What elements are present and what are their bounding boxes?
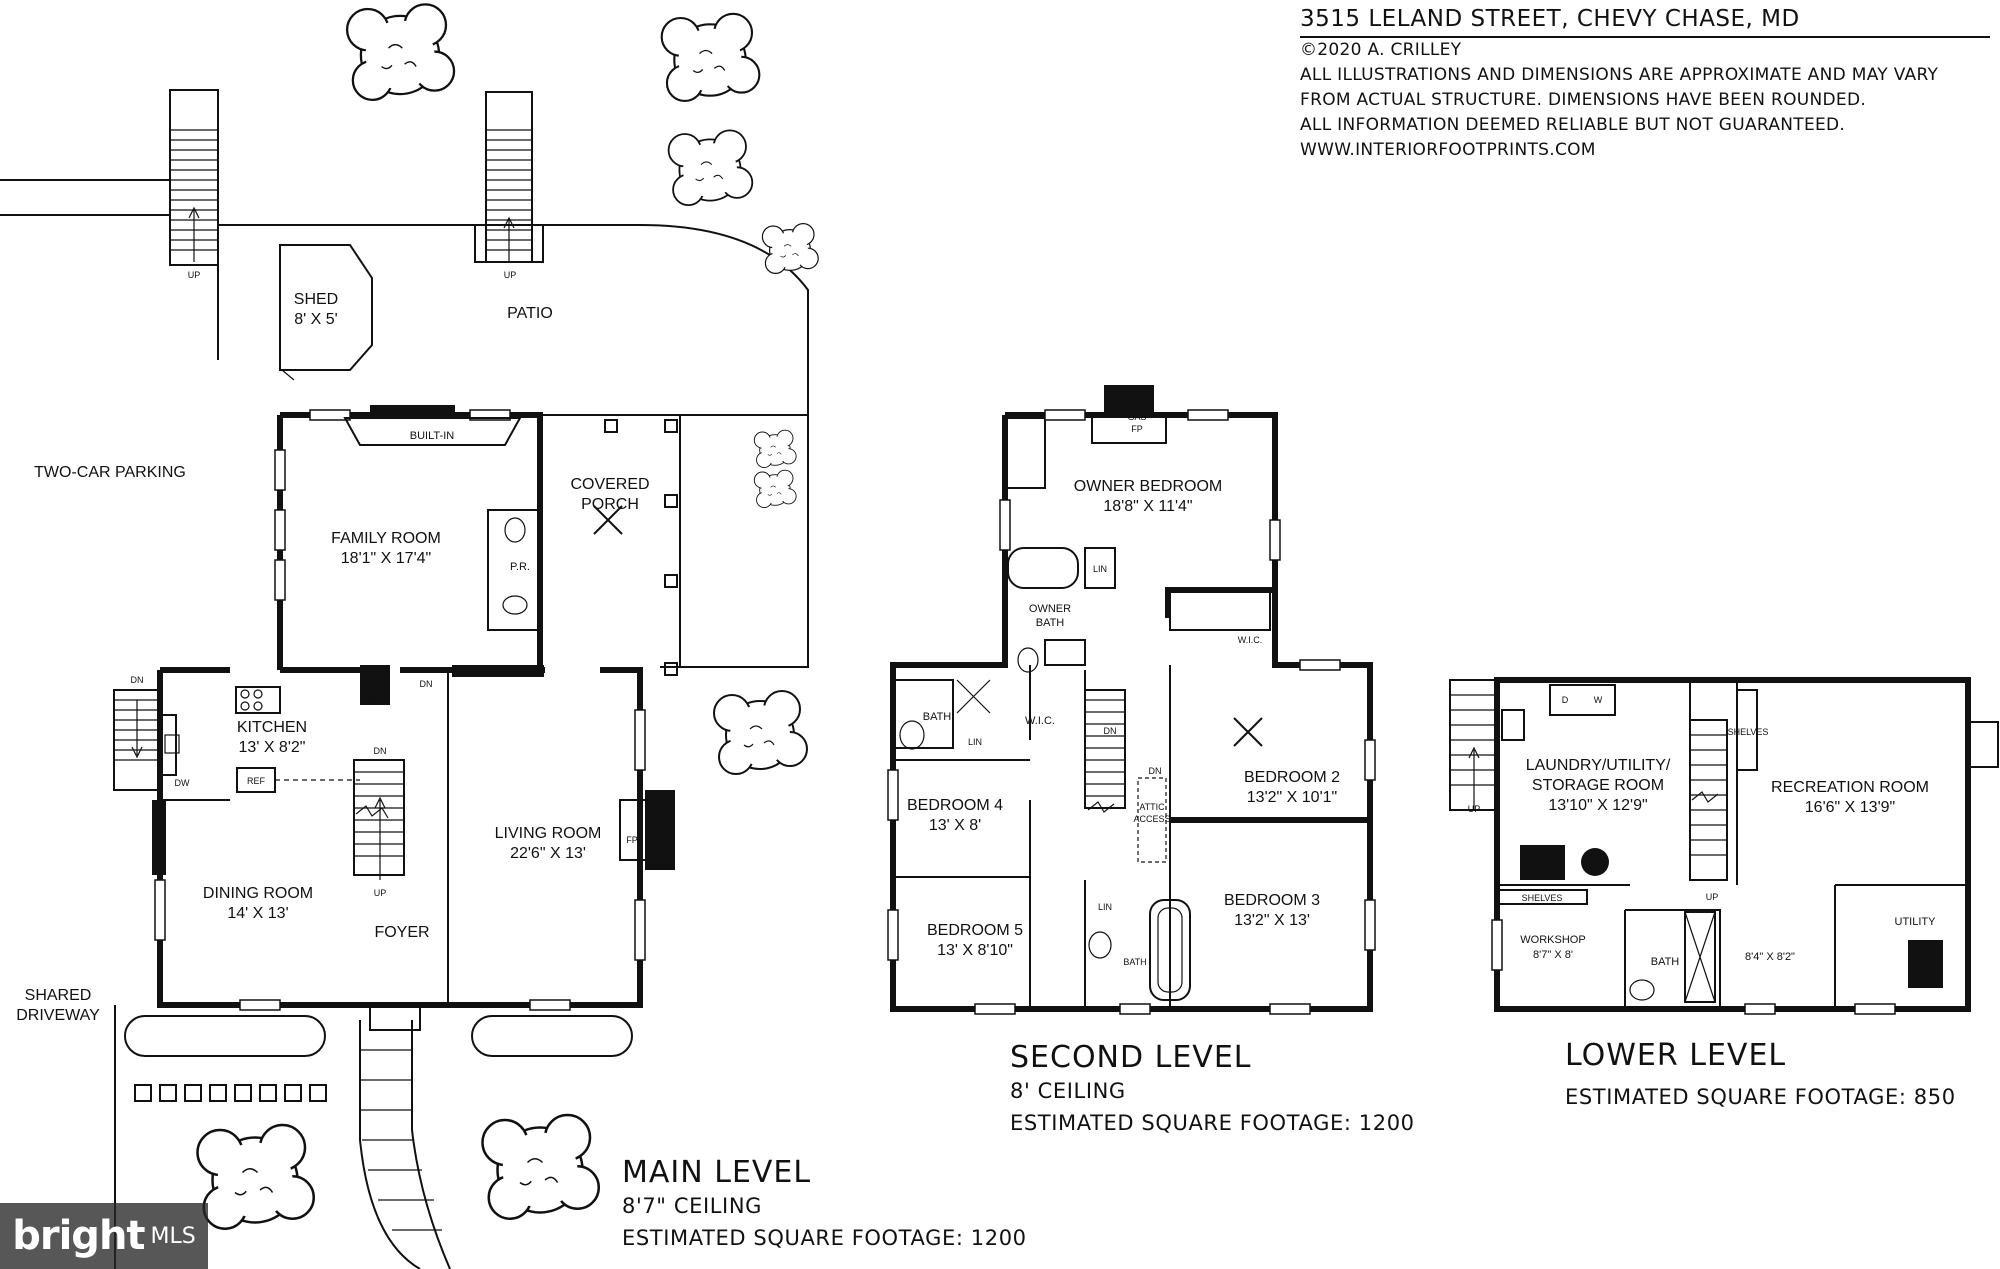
main-level-title: MAIN LEVEL — [622, 1155, 812, 1190]
stair-dn-label-foyer: DN — [374, 746, 387, 756]
stair-up-label-center: UP — [504, 270, 517, 280]
stair-dn-label-kitchen: DN — [131, 675, 144, 685]
stair-up-label-lower-1: UP — [1468, 804, 1481, 814]
powder-room-label: P.R. — [510, 561, 530, 573]
kitchen-label: KITCHEN — [237, 719, 307, 736]
property-address: 3515 LELAND STREET, CHEVY CHASE, MD — [1300, 6, 1990, 38]
main-level-caption: MAIN LEVEL 8'7" CEILING ESTIMATED SQUARE… — [622, 1155, 1027, 1254]
copyright-text: ©2020 A. CRILLEY — [1300, 40, 1462, 60]
kitchen-dim: 13' X 8'2" — [239, 739, 306, 756]
shared-driveway-label-2: DRIVEWAY — [16, 1007, 100, 1024]
watermark-suffix: MLS — [150, 1223, 196, 1249]
dw-label: DW — [175, 778, 190, 788]
recreation-room-label: RECREATION ROOM — [1771, 779, 1929, 796]
bedroom-3-dim: 13'2" X 13' — [1234, 912, 1310, 929]
dining-room-label: DINING ROOM — [203, 885, 313, 902]
bedroom-2-label: BEDROOM 2 — [1244, 769, 1340, 786]
ref-label: REF — [247, 776, 266, 786]
lower-level-title: LOWER LEVEL — [1565, 1038, 1787, 1073]
bedroom-3-label: BEDROOM 3 — [1224, 892, 1320, 909]
main-level-plan — [0, 3, 819, 1269]
stair-dn-label-second-1: DN — [1104, 726, 1117, 736]
stair-dn-label-second-2: DN — [1149, 766, 1162, 776]
covered-porch-label-2: PORCH — [581, 496, 639, 513]
lin-label-hall: LIN — [1098, 902, 1112, 912]
workshop-dim: 8'7" X 8' — [1533, 949, 1573, 961]
shed-label: SHED — [294, 291, 338, 308]
stair-up-label-left: UP — [188, 270, 201, 280]
patio-label: PATIO — [507, 305, 553, 322]
labels-second: GAS FP OWNER BEDROOM 18'8" X 11'4" LIN O… — [907, 412, 1340, 967]
laundry-label-2: STORAGE ROOM — [1532, 777, 1664, 794]
fireplace-label: FP — [626, 835, 638, 845]
dining-room-dim: 14' X 13' — [227, 905, 288, 922]
wic-label-owner: W.I.C. — [1238, 635, 1263, 645]
disclaimer-line-1: ALL ILLUSTRATIONS AND DIMENSIONS ARE APP… — [1300, 65, 1939, 85]
attic-label-2: ACCESS — [1133, 814, 1170, 824]
dryer-label: D — [1562, 695, 1569, 705]
laundry-dim: 13'10" X 12'9" — [1548, 797, 1647, 814]
bright-mls-watermark: bright MLS — [0, 1203, 208, 1269]
main-level-footage: ESTIMATED SQUARE FOOTAGE: 1200 — [622, 1226, 1027, 1250]
website-text: WWW.INTERIORFOOTPRINTS.COM — [1300, 140, 1596, 160]
two-car-label: TWO-CAR PARKING — [34, 464, 186, 481]
second-level-title: SECOND LEVEL — [1010, 1040, 1252, 1075]
family-room-dim: 18'1" X 17'4" — [341, 550, 431, 567]
lower-level-plan — [1449, 677, 1999, 1015]
attic-label-1: ATTIC — [1139, 802, 1165, 812]
laundry-label-1: LAUNDRY/UTILITY/ — [1526, 757, 1671, 774]
lower-level-caption: LOWER LEVEL ESTIMATED SQUARE FOOTAGE: 85… — [1565, 1038, 1956, 1113]
second-level-footage: ESTIMATED SQUARE FOOTAGE: 1200 — [1010, 1111, 1415, 1135]
stair-up-label-lower-2: UP — [1706, 892, 1719, 902]
gas-fp-label-1: GAS — [1127, 412, 1146, 422]
disclaimer-line-3: ALL INFORMATION DEEMED RELIABLE BUT NOT … — [1300, 115, 1846, 135]
living-room-dim: 22'6" X 13' — [510, 845, 586, 862]
labels-lower: D W LAUNDRY/UTILITY/ STORAGE ROOM 13'10"… — [1468, 695, 1936, 968]
utility-dim: 8'4" X 8'2" — [1745, 951, 1795, 963]
lin-label-4: LIN — [968, 737, 982, 747]
shared-driveway-label-1: SHARED — [25, 987, 92, 1004]
workshop-label: WORKSHOP — [1520, 934, 1585, 946]
stair-dn-label-hall: DN — [420, 679, 433, 689]
wic-label-hall: W.I.C. — [1025, 715, 1055, 727]
washer-label: W — [1594, 695, 1603, 705]
shelves-label-stair: SHELVES — [1728, 727, 1769, 737]
lin-label-owner: LIN — [1093, 564, 1107, 574]
bedroom-5-dim: 13' X 8'10" — [937, 942, 1013, 959]
living-room-label: LIVING ROOM — [495, 825, 602, 842]
plan-info-block: 3515 LELAND STREET, CHEVY CHASE, MD ©202… — [1300, 6, 2000, 163]
recreation-room-dim: 16'6" X 13'9" — [1805, 799, 1895, 816]
labels-main: SHED 8' X 5' PATIO TWO-CAR PARKING BUILT… — [16, 270, 649, 1024]
owner-bedroom-label: OWNER BEDROOM — [1074, 478, 1222, 495]
bedroom-4-dim: 13' X 8' — [929, 817, 981, 834]
stair-up-label-foyer: UP — [374, 888, 387, 898]
bedroom-4-label: BEDROOM 4 — [907, 797, 1003, 814]
shed-dim: 8' X 5' — [294, 311, 337, 328]
owner-bath-label-2: BATH — [1036, 617, 1065, 629]
watermark-brand: bright — [12, 1213, 145, 1259]
second-level-caption: SECOND LEVEL 8' CEILING ESTIMATED SQUARE… — [1010, 1040, 1415, 1139]
owner-bedroom-dim: 18'8" X 11'4" — [1103, 498, 1192, 515]
bedroom-5-label: BEDROOM 5 — [927, 922, 1023, 939]
disclaimer-line-2: FROM ACTUAL STRUCTURE. DIMENSIONS HAVE B… — [1300, 90, 1867, 110]
second-level-plan — [887, 385, 1376, 1015]
bath-label-hall: BATH — [1123, 957, 1146, 967]
utility-label: UTILITY — [1895, 916, 1937, 928]
covered-porch-label-1: COVERED — [570, 476, 649, 493]
built-in-label: BUILT-IN — [410, 430, 454, 442]
bath-label-4: BATH — [923, 711, 952, 723]
owner-bath-label-1: OWNER — [1029, 603, 1071, 615]
pantry-label: PAN — [361, 695, 383, 707]
foyer-label: FOYER — [374, 924, 429, 941]
family-room-label: FAMILY ROOM — [331, 530, 441, 547]
shelves-label-workshop: SHELVES — [1522, 893, 1563, 903]
second-level-ceiling: 8' CEILING — [1010, 1079, 1126, 1103]
main-level-ceiling: 8'7" CEILING — [622, 1194, 763, 1218]
gas-fp-label-2: FP — [1131, 424, 1143, 434]
lower-level-footage: ESTIMATED SQUARE FOOTAGE: 850 — [1565, 1085, 1956, 1109]
bedroom-2-dim: 13'2" X 10'1" — [1247, 789, 1337, 806]
bath-label-lower: BATH — [1651, 956, 1680, 968]
